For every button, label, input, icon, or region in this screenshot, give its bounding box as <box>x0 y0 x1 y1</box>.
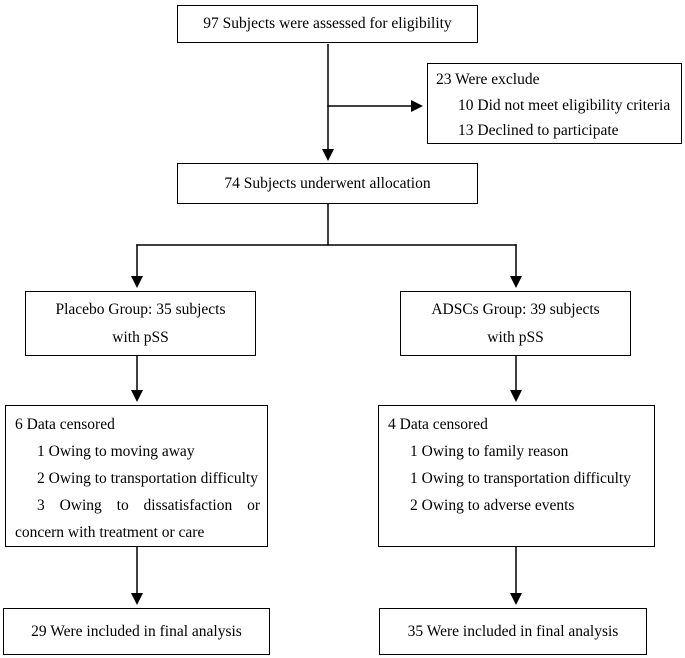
placebo-censored-item: 1 Owing to moving away <box>37 443 195 460</box>
box-adscs-final: 35 Were included in final analysis <box>379 608 647 655</box>
excluded-title: 23 Were exclude <box>436 71 540 88</box>
box-placebo-group: Placebo Group: 35 subjects with pSS <box>25 291 256 356</box>
adscs-censored-item: 1 Owing to family reason <box>410 443 569 460</box>
excluded-item: 10 Did not meet eligibility criteria <box>458 96 671 114</box>
box-adscs-group: ADSCs Group: 39 subjects with pSS <box>400 291 631 356</box>
box-placebo-censored: 6 Data censored 1 Owing to moving away 2… <box>5 405 268 547</box>
adscs-censored-title: 4 Data censored <box>388 416 488 433</box>
placebo-censored-item: 2 Owing to transportation difficulty <box>37 470 258 487</box>
allocation-text: 74 Subjects underwent allocation <box>224 174 431 192</box>
box-placebo-final: 29 Were included in final analysis <box>3 608 270 655</box>
placebo-censored-title: 6 Data censored <box>15 416 115 433</box>
placebo-censored-item-wrapped-first: 3 Owing to dissatisfaction or <box>37 497 260 514</box>
box-allocation: 74 Subjects underwent allocation <box>177 163 478 204</box>
box-assessed: 97 Subjects were assessed for eligibilit… <box>177 5 478 43</box>
adscs-group-line1: ADSCs Group: 39 subjects <box>431 301 600 318</box>
box-excluded: 23 Were exclude 10 Did not meet eligibil… <box>427 63 682 144</box>
placebo-censored-item-wrapped-cont: concern with treatment or care <box>15 524 205 541</box>
placebo-group-line1: Placebo Group: 35 subjects <box>55 301 226 318</box>
adscs-censored-item: 2 Owing to adverse events <box>410 497 575 514</box>
box-adscs-censored: 4 Data censored 1 Owing to family reason… <box>378 405 655 547</box>
assessed-text: 97 Subjects were assessed for eligibilit… <box>203 15 452 32</box>
placebo-final-text: 29 Were included in final analysis <box>31 622 242 640</box>
adscs-final-text: 35 Were included in final analysis <box>407 622 619 640</box>
placebo-group-line2: with pSS <box>112 329 169 346</box>
adscs-censored-item: 1 Owing to transportation difficulty <box>410 470 631 487</box>
adscs-group-line2: with pSS <box>487 329 544 346</box>
excluded-item: 13 Declined to participate <box>458 122 619 139</box>
